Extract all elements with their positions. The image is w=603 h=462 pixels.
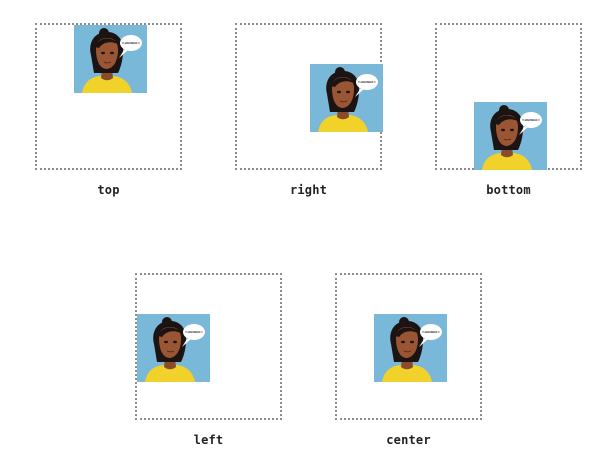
speech-bubble-text: Hello World! (522, 118, 540, 122)
speech-bubble-text: Hello World! (422, 330, 440, 334)
illustration-image: Hello World! (74, 25, 147, 93)
container-frame (35, 23, 182, 170)
container-frame (135, 273, 282, 420)
caption-left: left (193, 433, 224, 447)
speech-bubble-text: Hello World! (185, 330, 203, 334)
speech-bubble-text: Hello World! (358, 80, 376, 84)
caption-bottom: bottom (486, 183, 531, 197)
illustration-image: Hello World! (474, 102, 547, 170)
speech-bubble-text: Hello World! (122, 41, 140, 45)
caption-center: center (386, 433, 431, 447)
illustration-image: Hello World! (374, 314, 447, 382)
illustration-image: Hello World! (310, 64, 383, 132)
caption-top: top (97, 183, 120, 197)
container-frame (335, 273, 482, 420)
illustration-image: Hello World! (137, 314, 210, 382)
caption-right: right (289, 183, 328, 197)
